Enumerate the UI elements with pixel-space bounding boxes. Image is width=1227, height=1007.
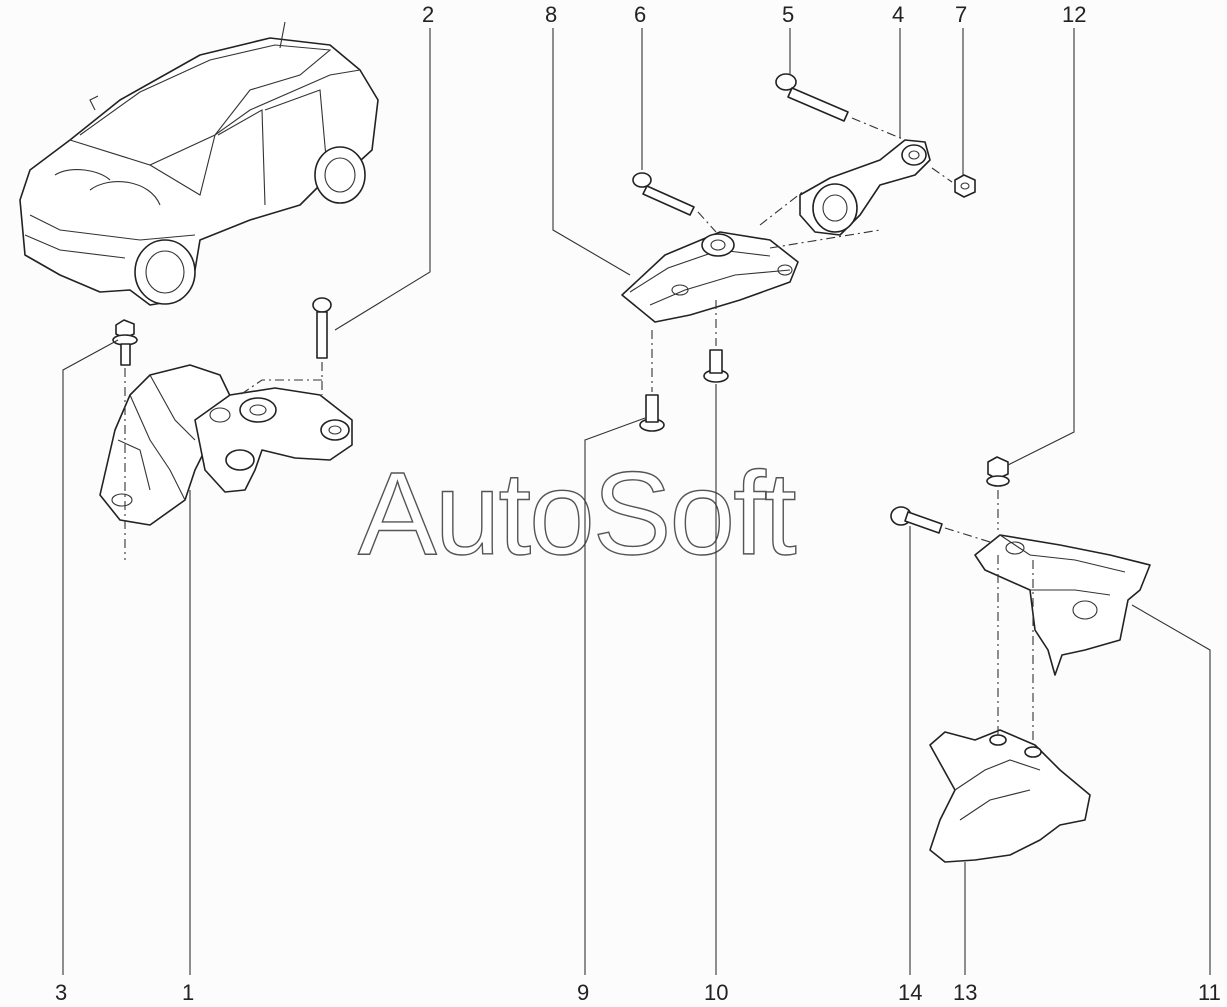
- bolt-2-icon: [312, 297, 332, 359]
- bolt-5-icon: [775, 73, 849, 122]
- callout-9: 9: [577, 980, 589, 1005]
- bolt-3-icon: [112, 319, 138, 366]
- callout-labels: 1 2 3 4 5 6 7 8 9 10 11 12 13 14: [55, 2, 1221, 1005]
- callout-5: 5: [782, 2, 794, 27]
- callout-7: 7: [955, 2, 967, 27]
- callout-13: 13: [953, 980, 977, 1005]
- callout-8: 8: [545, 2, 557, 27]
- bolt-9-icon: [639, 394, 665, 432]
- callout-11: 11: [1198, 980, 1221, 1005]
- callout-3: 3: [55, 980, 67, 1005]
- bolt-14-icon: [890, 506, 943, 534]
- nut-7-icon: [954, 174, 976, 198]
- bolt-10-icon: [703, 349, 729, 383]
- callout-14: 14: [898, 980, 922, 1005]
- callout-10: 10: [704, 980, 728, 1005]
- left-engine-mount-group: [99, 297, 353, 560]
- watermark-text: AutoSoft: [358, 448, 796, 580]
- rear-torque-rod-group: [621, 73, 976, 432]
- callout-1: 1: [182, 980, 194, 1005]
- bolt-6-icon: [632, 172, 695, 216]
- callout-4: 4: [892, 2, 904, 27]
- callout-12: 12: [1062, 2, 1086, 27]
- vehicle-locator-illustration: [19, 21, 379, 306]
- callout-2: 2: [422, 2, 434, 27]
- nut-12-icon: [986, 456, 1010, 487]
- leader-lines: [62, 28, 1211, 975]
- callout-6: 6: [634, 2, 646, 27]
- right-transmission-mount-group: [890, 456, 1151, 863]
